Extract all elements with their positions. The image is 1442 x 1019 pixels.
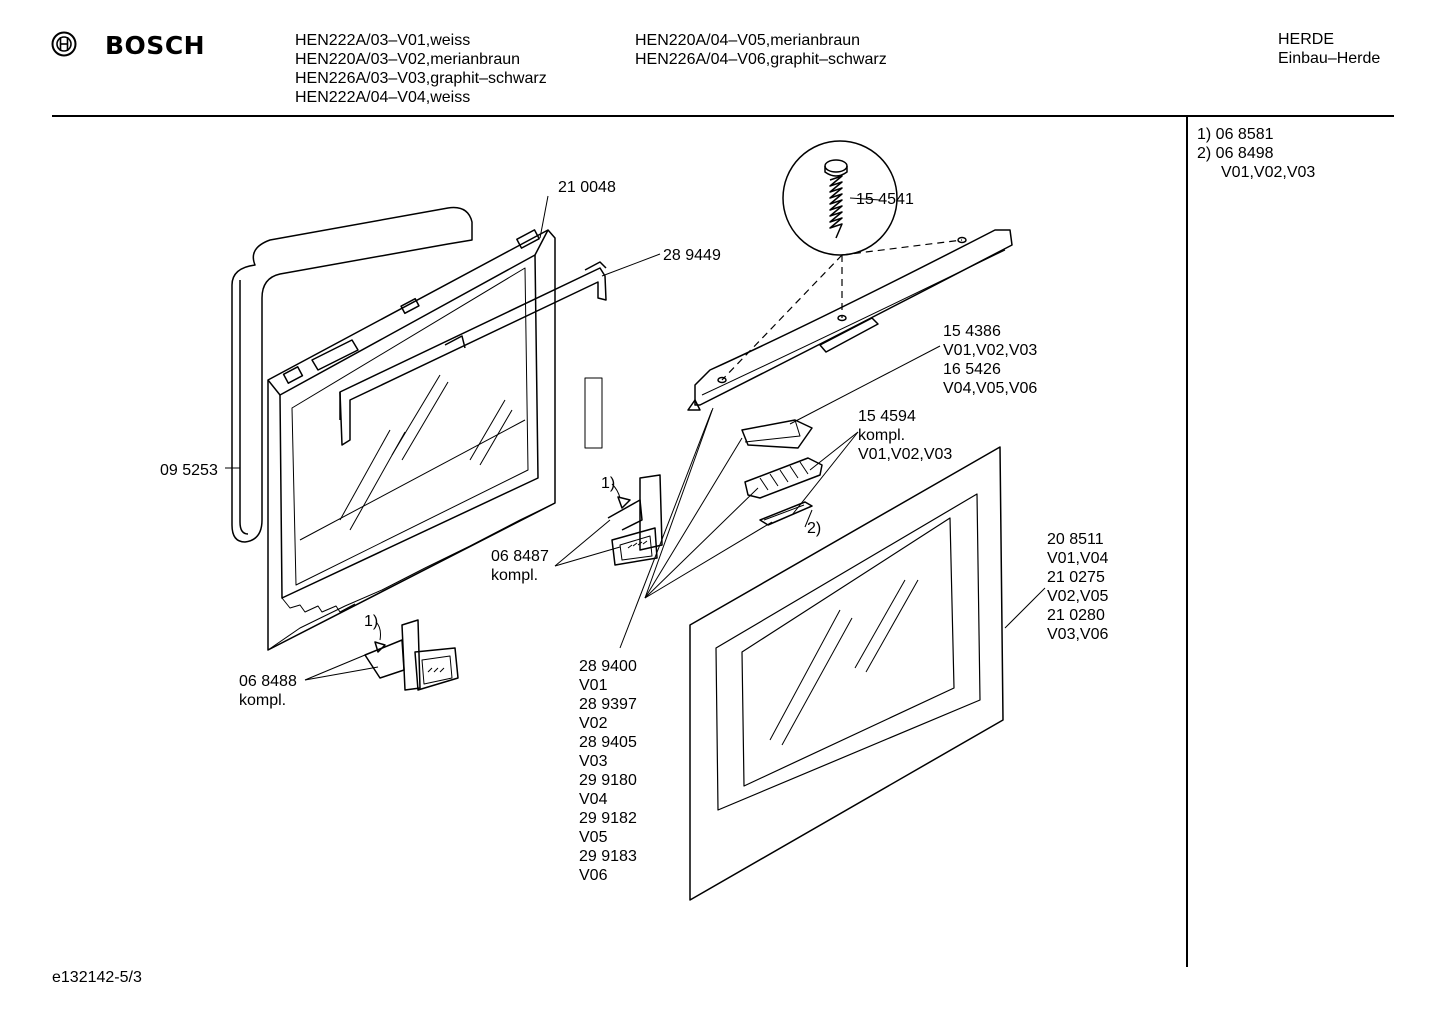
model-item: HEN222A/03–V01,weiss bbox=[295, 32, 471, 49]
notes-list: 1) 06 8581 2) 06 8498 V01,V02,V03 bbox=[1197, 125, 1315, 182]
outer-glass-door bbox=[689, 446, 1004, 901]
gasket bbox=[759, 501, 813, 526]
part-variant: V04 bbox=[579, 791, 608, 808]
part-label-154386: 15 4386 V01,V02,V03 16 5426 V04,V05,V06 bbox=[943, 322, 1037, 398]
part-number: 15 4594 bbox=[858, 408, 916, 425]
part-label-289449: 28 9449 bbox=[663, 247, 721, 264]
model-item: HEN220A/03–V02,merianbraun bbox=[295, 51, 521, 68]
part-variant: V04,V05,V06 bbox=[943, 380, 1038, 397]
note-item: 1) 06 8581 bbox=[1197, 126, 1274, 143]
part-number: 28 9400 bbox=[579, 658, 637, 675]
spacer-plate bbox=[584, 377, 603, 449]
part-label-154594: 15 4594 kompl. V01,V02,V03 bbox=[858, 407, 952, 464]
ref-marker-2: 2) bbox=[807, 520, 822, 537]
part-number: 28 9405 bbox=[579, 734, 637, 751]
part-label-154541: 15 4541 bbox=[856, 191, 914, 208]
category-subtitle: Einbau–Herde bbox=[1278, 50, 1381, 67]
part-note: kompl. bbox=[858, 427, 906, 444]
notes-divider bbox=[1186, 117, 1188, 967]
part-variant: V01,V02,V03 bbox=[858, 446, 953, 463]
part-label-068488: 06 8488 kompl. bbox=[239, 672, 297, 710]
cover-cap bbox=[741, 419, 813, 449]
model-item: HEN220A/04–V05,merianbraun bbox=[635, 32, 861, 49]
ref-marker-1-upper: 1) bbox=[601, 475, 616, 492]
part-number: 29 9180 bbox=[579, 772, 637, 789]
ref-marker-1-lower: 1) bbox=[364, 613, 379, 630]
part-variant: V01,V04 bbox=[1047, 550, 1109, 567]
part-number: 21 0280 bbox=[1047, 607, 1105, 624]
part-number: 20 8511 bbox=[1047, 531, 1104, 548]
part-label-210048: 21 0048 bbox=[558, 179, 616, 196]
part-number: 06 8487 bbox=[491, 548, 549, 565]
category-block: HERDE Einbau–Herde bbox=[1278, 30, 1380, 68]
part-label-068487: 06 8487 kompl. bbox=[491, 547, 549, 585]
part-variant: V05 bbox=[579, 829, 608, 846]
screw-leader-lines bbox=[721, 239, 963, 381]
grille-part bbox=[744, 457, 823, 499]
part-variant: V02 bbox=[579, 715, 608, 732]
model-list-2: HEN220A/04–V05,merianbraun HEN226A/04–V0… bbox=[635, 31, 887, 69]
part-label-208511: 20 8511 V01,V04 21 0275 V02,V05 21 0280 … bbox=[1047, 530, 1108, 644]
part-variant: V03,V06 bbox=[1047, 626, 1109, 643]
note-item: 2) 06 8498 bbox=[1197, 145, 1274, 162]
part-variant: V03 bbox=[579, 753, 608, 770]
part-number: 06 8488 bbox=[239, 673, 297, 690]
leader-lines bbox=[225, 195, 1046, 681]
note-item: V01,V02,V03 bbox=[1221, 164, 1316, 181]
part-note: kompl. bbox=[491, 567, 539, 584]
door-seal bbox=[231, 206, 473, 543]
part-variant: V02,V05 bbox=[1047, 588, 1109, 605]
model-list-1: HEN222A/03–V01,weiss HEN220A/03–V02,meri… bbox=[295, 31, 547, 107]
model-item: HEN222A/04–V04,weiss bbox=[295, 89, 471, 106]
door-handle-bar bbox=[687, 229, 1013, 411]
part-number: 16 5426 bbox=[943, 361, 1001, 378]
part-label-095253: 09 5253 bbox=[160, 462, 218, 479]
category-title: HERDE bbox=[1278, 31, 1335, 48]
hinge-lower bbox=[364, 619, 459, 691]
header-divider bbox=[52, 115, 1394, 117]
brand-name: BOSCH bbox=[105, 31, 206, 60]
heat-shield-strip bbox=[339, 261, 607, 446]
inner-door-frame bbox=[267, 229, 556, 651]
part-note: kompl. bbox=[239, 692, 287, 709]
part-number: 29 9182 bbox=[579, 810, 637, 827]
part-number: 15 4386 bbox=[943, 323, 1001, 340]
part-number: 29 9183 bbox=[579, 848, 637, 865]
hinge-upper bbox=[607, 474, 663, 566]
part-variant: V01,V02,V03 bbox=[943, 342, 1038, 359]
part-variant: V01 bbox=[579, 677, 608, 694]
document-code: e132142-5/3 bbox=[52, 969, 142, 986]
part-number: 21 0275 bbox=[1047, 569, 1105, 586]
part-variant: V06 bbox=[579, 867, 608, 884]
part-label-289400: 28 9400 V01 28 9397 V02 28 9405 V03 29 9… bbox=[579, 657, 637, 885]
bosch-logo-icon bbox=[51, 31, 77, 62]
model-item: HEN226A/03–V03,graphit–schwarz bbox=[295, 70, 547, 87]
model-item: HEN226A/04–V06,graphit–schwarz bbox=[635, 51, 887, 68]
screw-detail bbox=[782, 140, 898, 256]
part-number: 28 9397 bbox=[579, 696, 637, 713]
